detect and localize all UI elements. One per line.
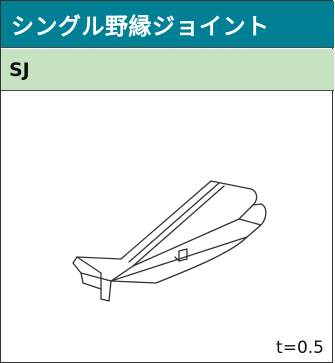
top-flange-front-edge — [132, 185, 225, 267]
thickness-label: t=0.5 — [276, 338, 324, 358]
joint-drawing-icon — [72, 180, 267, 302]
body-lower-edge — [110, 236, 248, 284]
back-lip — [238, 188, 258, 220]
left-leg — [100, 272, 112, 302]
front-face — [132, 218, 240, 267]
top-flange-back-edge — [210, 180, 252, 190]
slot — [178, 248, 188, 262]
top-flange-left-edge — [120, 180, 212, 260]
product-title: シングル野縁ジョイント — [1, 1, 334, 48]
product-code: SJ — [1, 49, 334, 91]
left-end — [72, 256, 134, 282]
